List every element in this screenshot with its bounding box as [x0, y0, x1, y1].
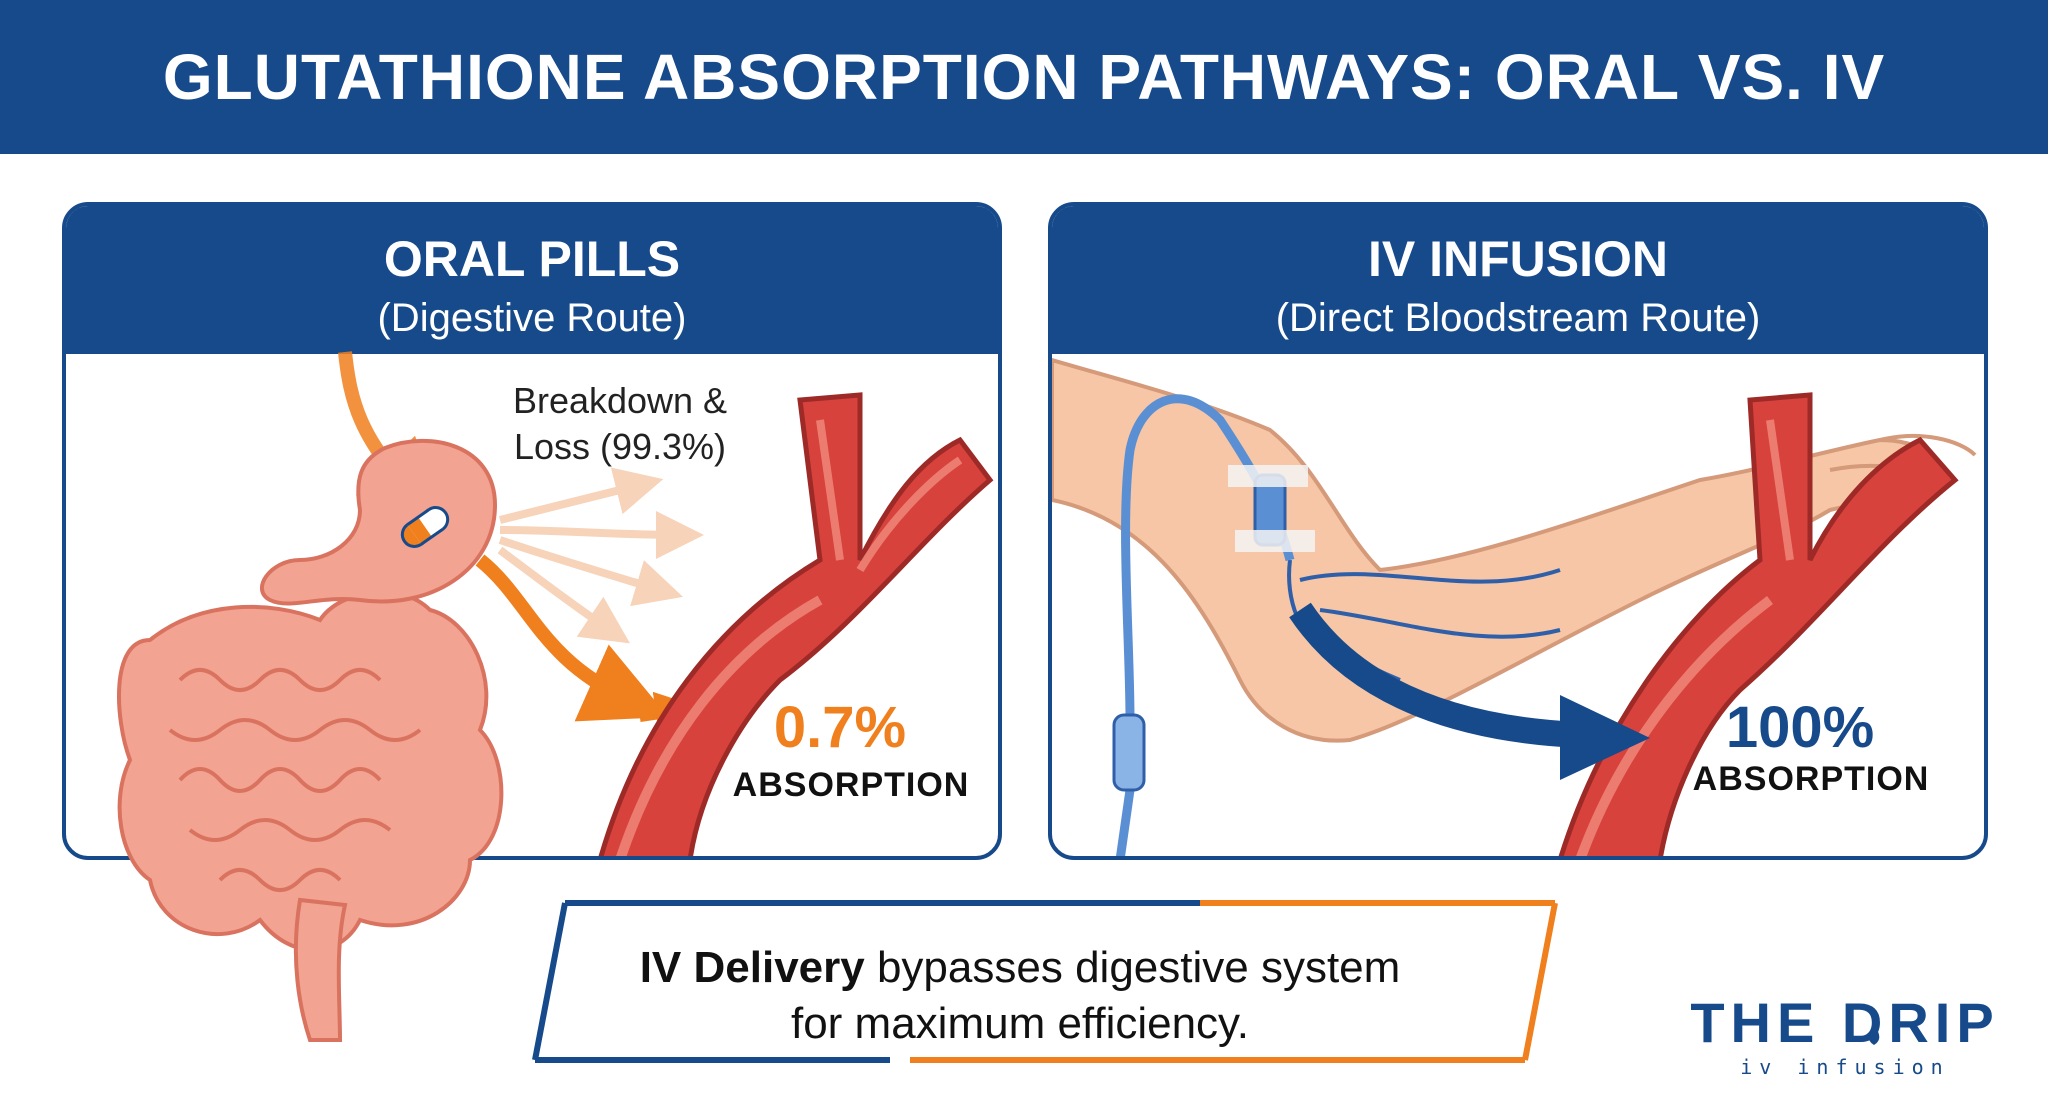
oral-blood-vessel-icon: [598, 392, 994, 856]
capsule-icon: [400, 506, 450, 548]
oral-subheading: (Digestive Route): [377, 296, 687, 340]
iv-heading: IV INFUSION: [1367, 231, 1669, 287]
iv-absorption-arrow: [1289, 602, 1581, 748]
absorption-arrow: [475, 554, 669, 722]
title-bar: GLUTATHIONE ABSORPTION PATHWAYS: ORAL VS…: [0, 0, 2048, 154]
breakdown-arrows: [497, 467, 704, 644]
intestines-icon: [117, 589, 504, 1042]
oral-absorption-value: 0.7%: [773, 695, 907, 760]
loss-label-line1: Breakdown &: [512, 380, 728, 421]
iv-blood-vessel-icon: [1558, 392, 1959, 856]
summary-bold: IV Delivery: [639, 943, 865, 992]
loss-label-line2: Loss (99.3%): [513, 426, 727, 467]
oral-panel-header: ORAL PILLS (Digestive Route): [66, 206, 998, 354]
tape-icon: [1228, 465, 1308, 487]
brand-name: THE DRIP: [1690, 991, 2000, 1054]
stomach-icon: [260, 438, 498, 606]
page-title: GLUTATHIONE ABSORPTION PATHWAYS: ORAL VS…: [162, 41, 1886, 113]
oral-heading: ORAL PILLS: [383, 231, 681, 287]
iv-absorption-value: 100%: [1725, 695, 1875, 760]
drop-icon: [1868, 1024, 1880, 1045]
brand-logo: THE DRIP iv infusion: [1680, 990, 2010, 1079]
summary-rest: bypasses digestive system: [864, 943, 1401, 992]
summary-frame: [532, 900, 1558, 1063]
iv-panel-header: IV INFUSION (Direct Bloodstream Route): [1052, 206, 1984, 354]
breakdown-loss-label: Breakdown & Loss (99.3%): [470, 378, 770, 470]
iv-subheading: (Direct Bloodstream Route): [1275, 296, 1761, 340]
summary-line2: for maximum efficiency.: [790, 999, 1250, 1048]
brand-tagline: iv infusion: [1740, 1055, 1950, 1079]
drip-chamber-icon: [1112, 713, 1146, 792]
oral-absorption-label: ABSORPTION: [732, 766, 970, 804]
summary-text: IV Delivery bypasses digestive system fo…: [560, 940, 1480, 1058]
iv-absorption-label: ABSORPTION: [1692, 760, 1930, 798]
